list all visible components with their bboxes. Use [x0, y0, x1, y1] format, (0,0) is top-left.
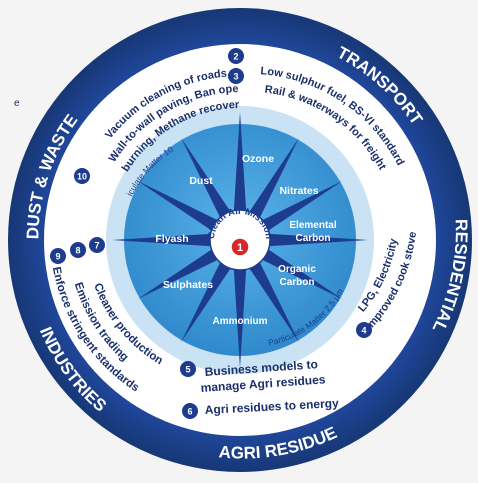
pollutant-sulphates: Sulphates	[163, 279, 213, 291]
measure-10-number: 10	[77, 172, 87, 182]
measure-6-badge	[182, 403, 198, 419]
pollutant-organic-carbon-line2: Carbon	[280, 277, 315, 288]
compass-star-point	[232, 240, 248, 368]
measure-3-badge	[228, 68, 244, 84]
pollutant-organic-carbon-line1: Organic	[278, 264, 316, 275]
pollutant-flyash: Flyash	[155, 233, 188, 245]
measure-4-badge	[356, 322, 372, 338]
hub-number-badge	[230, 237, 250, 257]
pollutant-ozone: Ozone	[242, 153, 274, 165]
measure-5-badge	[180, 361, 196, 377]
measure-3-number: 3	[233, 72, 238, 82]
compass-star-point	[232, 112, 248, 240]
measure-9-badge	[50, 248, 66, 264]
measure-7-number: 7	[94, 241, 99, 251]
measure-2-number: 2	[233, 52, 238, 62]
measure-7-badge	[89, 237, 105, 253]
measure-8-number: 8	[75, 246, 80, 256]
measure-6-number: 6	[187, 407, 192, 417]
pollutant-nitrates: Nitrates	[279, 185, 318, 197]
compass-star-point	[112, 232, 240, 248]
pollutant-dust: Dust	[189, 175, 213, 187]
measure-4-number: 4	[361, 326, 366, 336]
edge-text-fragment: e	[14, 98, 20, 109]
pollutant-elemental-carbon-line2: Carbon	[296, 233, 331, 244]
measure-8-badge	[70, 242, 86, 258]
pollutant-elemental-carbon-line1: Elemental	[289, 220, 336, 231]
compass-star-point	[240, 232, 368, 248]
measure-9-number: 9	[55, 252, 60, 262]
hub-number: 1	[237, 242, 243, 254]
pollutant-ammonium: Ammonium	[213, 316, 268, 327]
measure-10-badge	[74, 168, 90, 184]
measure-5-number: 5	[185, 365, 190, 375]
measure-2-badge	[228, 48, 244, 64]
